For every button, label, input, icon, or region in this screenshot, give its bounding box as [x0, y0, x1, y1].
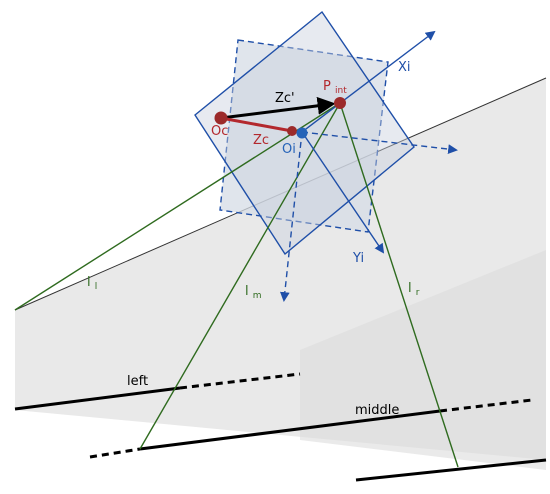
point-red-small	[287, 126, 297, 136]
lane-middle-dashed-right	[439, 398, 533, 413]
lane-left-dashed	[179, 372, 301, 390]
label-l-left-sub: l	[95, 282, 98, 292]
line-l-left	[14, 102, 341, 311]
point-oi	[296, 127, 308, 139]
axis-dashed-vertical-arrow	[279, 131, 303, 302]
label-l-right-base: l	[408, 281, 412, 296]
label-l-left: l l	[87, 275, 97, 292]
lane-middle-solid	[139, 409, 441, 451]
line-l-right	[339, 102, 459, 468]
point-oc	[214, 111, 228, 125]
zc-prime-arrow	[220, 96, 336, 120]
lane-left-solid	[14, 386, 181, 411]
label-l-middle-sub: m	[253, 291, 262, 301]
lane-right-solid	[355, 458, 547, 482]
label-p-int-base: P	[323, 79, 331, 94]
line-l-middle	[139, 102, 341, 450]
point-pint	[334, 97, 346, 109]
axis-dashed-horizontal-arrow	[301, 131, 458, 154]
label-l-left-base: l	[87, 275, 91, 290]
label-xi: Xi	[398, 60, 411, 75]
label-left: left	[127, 374, 148, 389]
label-l-middle: l m	[245, 284, 262, 301]
label-middle: middle	[355, 403, 399, 418]
label-p-int-sub: int	[335, 86, 347, 96]
label-yi: Yi	[352, 251, 364, 266]
label-zc-prime: Zc'	[275, 91, 295, 106]
label-l-middle-base: l	[245, 284, 249, 299]
label-oc: Oc	[211, 124, 228, 139]
label-zc: Zc	[253, 133, 269, 148]
axis-yi-arrow	[301, 131, 385, 254]
zc-line	[220, 116, 293, 133]
label-oi: Oi	[282, 142, 296, 157]
label-l-right: l r	[408, 281, 420, 298]
label-p-int: P int	[323, 79, 347, 96]
axis-xi-arrow	[301, 30, 436, 133]
label-l-right-sub: r	[416, 288, 420, 298]
lane-middle-dashed-left	[89, 447, 141, 459]
